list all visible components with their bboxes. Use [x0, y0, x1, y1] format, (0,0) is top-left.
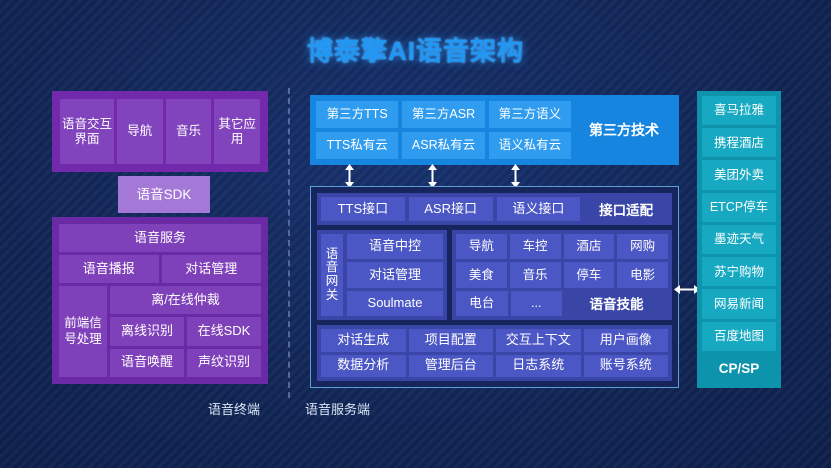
double-arrow-vertical-tts-icon: [345, 164, 354, 188]
dialog-generation[interactable]: 对话生成: [321, 329, 406, 352]
interaction-context[interactable]: 交互上下文: [496, 329, 581, 352]
online-sdk[interactable]: 在线SDK: [187, 317, 261, 346]
dialog-management-server[interactable]: 对话管理: [347, 262, 443, 288]
app-navigation[interactable]: 导航: [116, 99, 163, 164]
skill-music[interactable]: 音乐: [509, 262, 561, 288]
double-arrow-vertical-nlu-icon: [511, 164, 520, 188]
voice-central-control[interactable]: 语音中控: [347, 234, 443, 260]
skill-shopping[interactable]: 网购: [617, 234, 668, 260]
interface-adaptation-label: 接口适配: [599, 203, 654, 218]
voice-wakeup[interactable]: 语音唤醒: [110, 348, 184, 377]
voiceprint-recognition[interactable]: 声纹识别: [187, 348, 261, 377]
voice-broadcast[interactable]: 语音播报: [59, 255, 159, 283]
nlu-private-cloud[interactable]: 语义私有云: [488, 132, 571, 159]
user-profile[interactable]: 用户画像: [583, 329, 668, 352]
app-voice-ui[interactable]: 语音交互界面: [60, 99, 114, 164]
soulmate[interactable]: Soulmate: [347, 290, 443, 316]
double-arrow-vertical-asr-icon: [428, 164, 437, 188]
skill-food[interactable]: 美食: [456, 262, 507, 288]
third-party-tts[interactable]: 第三方TTS: [316, 101, 399, 128]
cpsp-netease-news[interactable]: 网易新闻: [702, 289, 776, 319]
terminal-server-divider: [288, 88, 290, 398]
third-party-asr[interactable]: 第三方ASR: [402, 101, 485, 128]
skill-movie[interactable]: 电影: [617, 262, 668, 288]
cpsp-etcp-parking[interactable]: ETCP停车: [702, 192, 776, 222]
skill-radio[interactable]: 电台: [456, 290, 508, 316]
interface-adaptation-row: TTS接口 ASR接口 语义接口 接口适配: [317, 193, 672, 225]
cpsp-meituan-waimai[interactable]: 美团外卖: [702, 160, 776, 190]
cpsp-suning-shopping[interactable]: 苏宁购物: [702, 257, 776, 287]
cpsp-ximalaya[interactable]: 喜马拉雅: [702, 96, 776, 126]
voice-gateway-group: 语音网关 语音中控 对话管理 Soulmate: [317, 230, 447, 320]
voice-server-group: TTS接口 ASR接口 语义接口 接口适配 语音网关 语音中控 对话管理 Sou…: [310, 186, 679, 388]
cpsp-group: 喜马拉雅 携程酒店 美团外卖 ETCP停车 墨迹天气 苏宁购物 网易新闻 百度地…: [697, 91, 781, 388]
third-party-nlu[interactable]: 第三方语义: [488, 101, 571, 128]
asr-interface[interactable]: ASR接口: [408, 197, 493, 221]
offline-online-arbitration[interactable]: 离/在线仲裁: [110, 286, 261, 315]
voice-gateway-label: 语音网关: [321, 234, 343, 316]
tts-private-cloud[interactable]: TTS私有云: [316, 132, 399, 159]
skill-parking[interactable]: 停车: [563, 262, 615, 288]
platform-services-group: 对话生成 项目配置 交互上下文 用户画像 数据分析 管理后台 日志系统 账号系统: [317, 325, 672, 381]
skill-more[interactable]: ...: [510, 290, 562, 316]
dialog-management-terminal[interactable]: 对话管理: [161, 255, 261, 283]
third-party-group: 第三方TTS 第三方ASR 第三方语义 TTS私有云 ASR私有云 语义私有云 …: [310, 95, 679, 165]
account-system[interactable]: 账号系统: [583, 354, 668, 377]
app-other[interactable]: 其它应用: [214, 99, 260, 164]
terminal-apps-group: 语音交互界面 导航 音乐 其它应用: [52, 91, 268, 172]
admin-backend[interactable]: 管理后台: [408, 354, 493, 377]
cpsp-baidu-map[interactable]: 百度地图: [702, 321, 776, 351]
nlu-interface[interactable]: 语义接口: [496, 197, 581, 221]
log-system[interactable]: 日志系统: [496, 354, 581, 377]
voice-skills-label: 语音技能: [589, 297, 644, 313]
app-music[interactable]: 音乐: [165, 99, 212, 164]
voice-skills-group: 导航 车控 酒店 网购 美食 音乐 停车 电影 电台 ... 语音技能: [452, 230, 672, 320]
voice-service-header[interactable]: 语音服务: [59, 224, 261, 252]
page-title: 博泰擎AI语音架构: [306, 36, 524, 66]
project-config[interactable]: 项目配置: [408, 329, 493, 352]
cpsp-ctrip-hotel[interactable]: 携程酒店: [702, 128, 776, 158]
cpsp-moji-weather[interactable]: 墨迹天气: [702, 224, 776, 255]
third-party-label: 第三方技术: [589, 122, 659, 138]
voice-sdk-box[interactable]: 语音SDK: [118, 176, 210, 213]
frontend-signal-processing[interactable]: 前端信号处理: [59, 286, 107, 377]
skill-hotel[interactable]: 酒店: [563, 234, 615, 260]
caption-terminal: 语音终端: [208, 402, 261, 417]
data-analysis[interactable]: 数据分析: [321, 354, 406, 377]
tts-interface[interactable]: TTS接口: [321, 197, 405, 221]
caption-server: 语音服务端: [305, 402, 371, 417]
skill-navigation[interactable]: 导航: [456, 234, 507, 260]
terminal-service-group: 语音服务 语音播报 对话管理 前端信号处理 离/在线仲裁 离线识别 在线SDK …: [52, 217, 268, 384]
offline-recognition[interactable]: 离线识别: [110, 317, 184, 346]
asr-private-cloud[interactable]: ASR私有云: [402, 132, 485, 159]
skill-car-control[interactable]: 车控: [509, 234, 561, 260]
cpsp-label: CP/SP: [718, 360, 760, 376]
